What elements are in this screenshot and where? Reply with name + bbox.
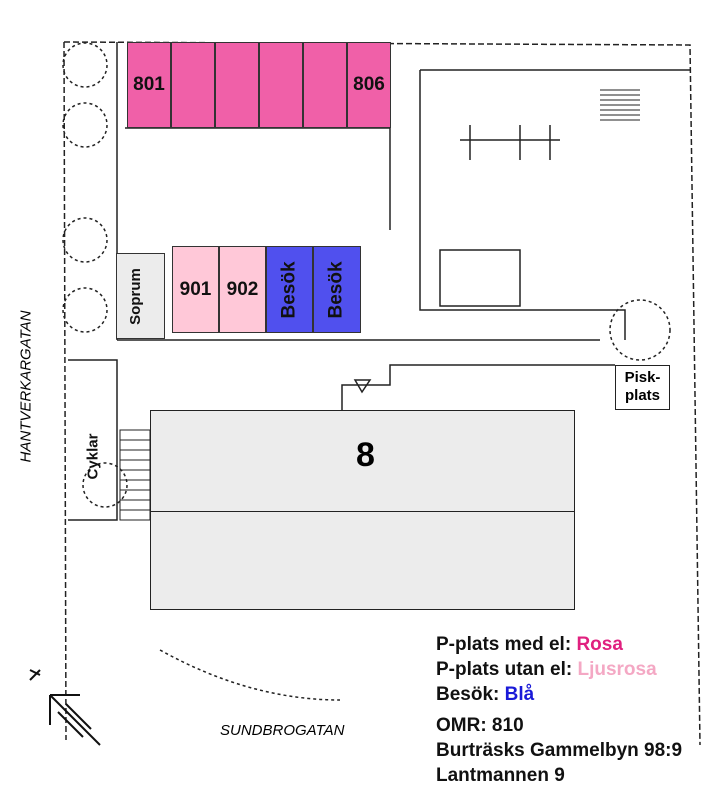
legend-with-el: P-plats med el: Rosa: [436, 634, 623, 655]
legend-without-el: P-plats utan el: Ljusrosa: [436, 659, 657, 680]
parking-spot-801: 801: [127, 42, 171, 128]
parking-spot-806: 806: [347, 42, 391, 128]
parking-spot-803: [215, 42, 259, 128]
legend-omr: OMR: 810: [436, 715, 524, 736]
building-8: 8: [150, 410, 575, 610]
piskplats: Pisk- plats: [615, 365, 670, 410]
cyklar-label: Cyklar: [84, 433, 102, 480]
legend-visitor: Besök: Blå: [436, 684, 535, 705]
parking-spot-804: [259, 42, 303, 128]
street-south: SUNDBROGATAN: [220, 722, 345, 739]
parking-spot-805: [303, 42, 347, 128]
parking-spot-902: 902: [219, 246, 266, 333]
soprum: Soprum: [116, 253, 165, 339]
pink-parking-row: 801 806: [127, 42, 391, 128]
parking-spot-901: 901: [172, 246, 219, 333]
legend-name: Lantmannen 9: [436, 765, 565, 786]
visitor-spot-2: Besök: [313, 246, 361, 333]
building-number: 8: [356, 436, 375, 474]
visitor-spot-1: Besök: [266, 246, 313, 333]
street-west: HANTVERKARGATAN: [17, 310, 35, 463]
legend-property: Burträsks Gammelbyn 98:9: [436, 740, 683, 761]
legend: P-plats med el: Rosa P-plats utan el: Lj…: [436, 632, 682, 788]
parking-spot-802: [171, 42, 215, 128]
